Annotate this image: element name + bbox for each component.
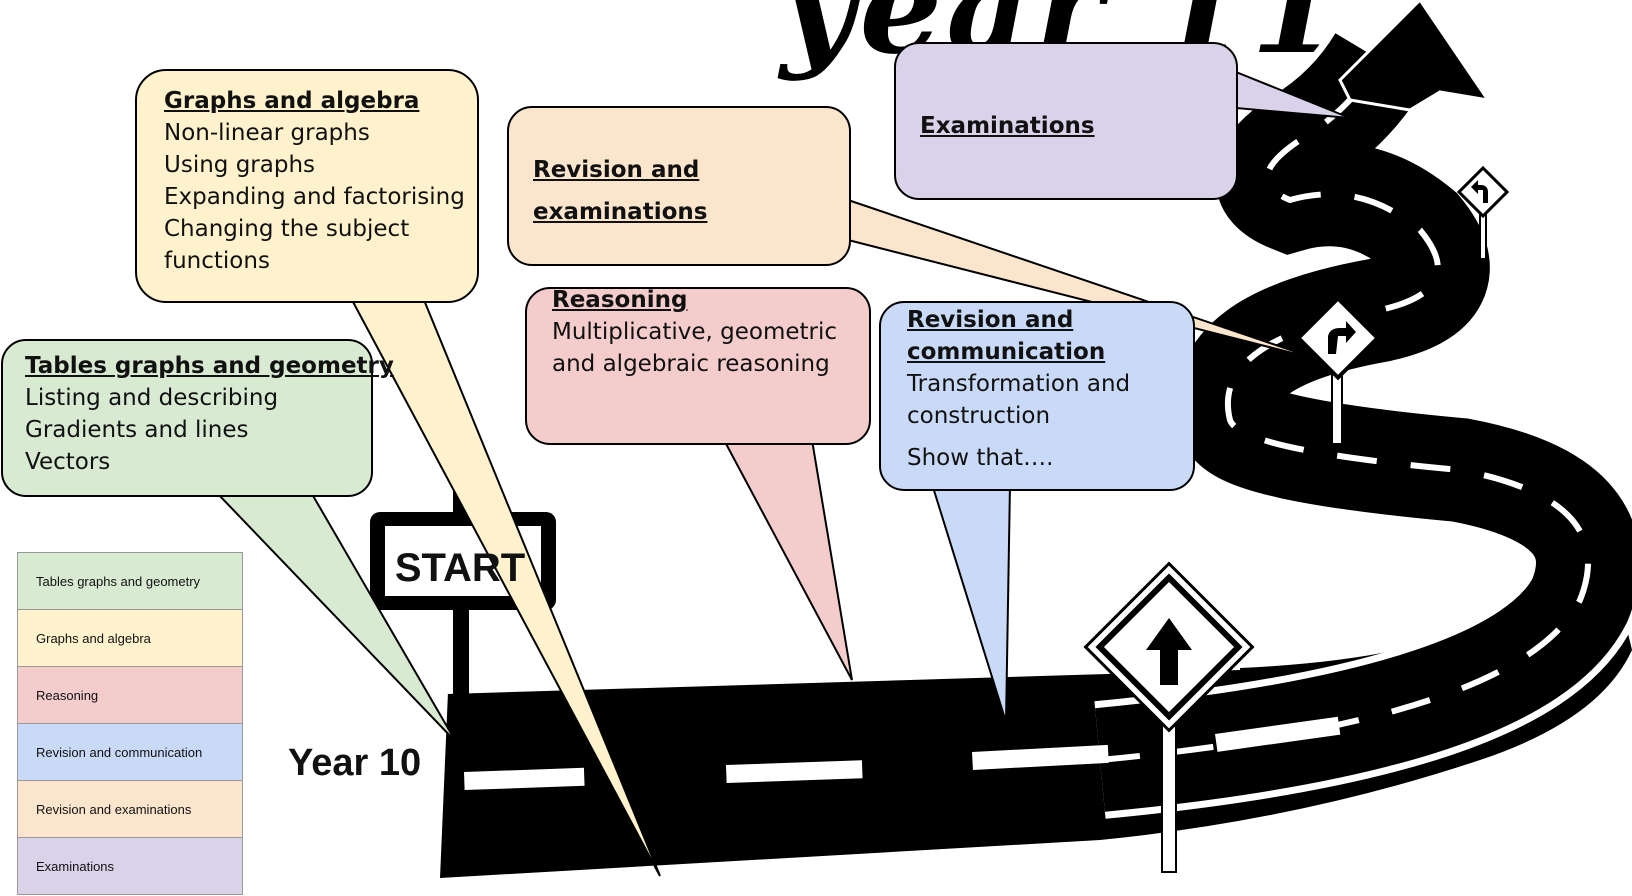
bubble-tables-graphs — [1, 339, 373, 497]
road-arrow-icon — [1338, 0, 1492, 112]
graphs-line-2: Using graphs — [164, 152, 316, 178]
road — [440, 0, 1632, 878]
communication-line-2: construction — [907, 403, 1051, 429]
legend: Tables graphs and geometry Graphs and al… — [17, 552, 243, 895]
tables-graphs-text: Tables graphs and geometry Listing and d… — [25, 350, 394, 478]
tables-line-2: Gradients and lines — [25, 417, 249, 443]
legend-item-revision-exams: Revision and examinations — [18, 781, 242, 838]
bubble-revision-communication — [879, 301, 1195, 491]
graphs-line-5: functions — [164, 248, 270, 274]
tables-graphs-heading: Tables graphs and geometry — [25, 353, 394, 379]
tables-line-3: Vectors — [25, 449, 111, 475]
reasoning-line-1: Multiplicative, geometric — [552, 319, 838, 345]
year-label: Year 10 — [288, 742, 422, 784]
revision-examinations-heading-1: Revision and — [533, 157, 700, 183]
straight-arrow-sign-icon — [1083, 561, 1255, 873]
revision-communication-text: Revision and communication Transformatio… — [907, 304, 1130, 474]
legend-item-communication: Revision and communication — [18, 724, 242, 781]
examinations-heading: Examinations — [920, 113, 1095, 139]
reasoning-line-2: and algebraic reasoning — [552, 351, 830, 377]
legend-item-examinations: Examinations — [18, 838, 242, 895]
graphs-line-3: Expanding and factorising — [164, 184, 465, 210]
graphs-line-1: Non-linear graphs — [164, 120, 370, 146]
graphs-algebra-heading: Graphs and algebra — [164, 88, 420, 114]
communication-heading-2: communication — [907, 339, 1106, 365]
communication-line-1: Transformation and — [907, 371, 1131, 397]
legend-item-tables: Tables graphs and geometry — [18, 553, 242, 610]
legend-item-graphs: Graphs and algebra — [18, 610, 242, 667]
bubble-revision-examinations — [507, 106, 851, 266]
left-turn-sign-icon — [1456, 165, 1510, 260]
revision-examinations-text: Revision and examinations — [533, 149, 707, 233]
communication-heading-1: Revision and — [907, 307, 1074, 333]
graphs-line-4: Changing the subject — [164, 216, 410, 242]
start-sign-label: START — [394, 546, 526, 590]
right-turn-sign-icon — [1295, 295, 1381, 445]
bubble-graphs-algebra — [135, 69, 479, 303]
communication-extra: Show that…. — [907, 445, 1054, 471]
examinations-text: Examinations — [920, 110, 1095, 142]
revision-examinations-heading-2: examinations — [533, 199, 708, 225]
reasoning-heading: Reasoning — [552, 287, 688, 313]
bubble-reasoning — [525, 287, 871, 445]
reasoning-text: Reasoning Multiplicative, geometric and … — [552, 284, 837, 380]
graphs-algebra-text: Graphs and algebra Non-linear graphs Usi… — [164, 85, 465, 277]
tables-line-1: Listing and describing — [25, 385, 279, 411]
legend-item-reasoning: Reasoning — [18, 667, 242, 724]
bubble-examinations — [894, 42, 1238, 200]
